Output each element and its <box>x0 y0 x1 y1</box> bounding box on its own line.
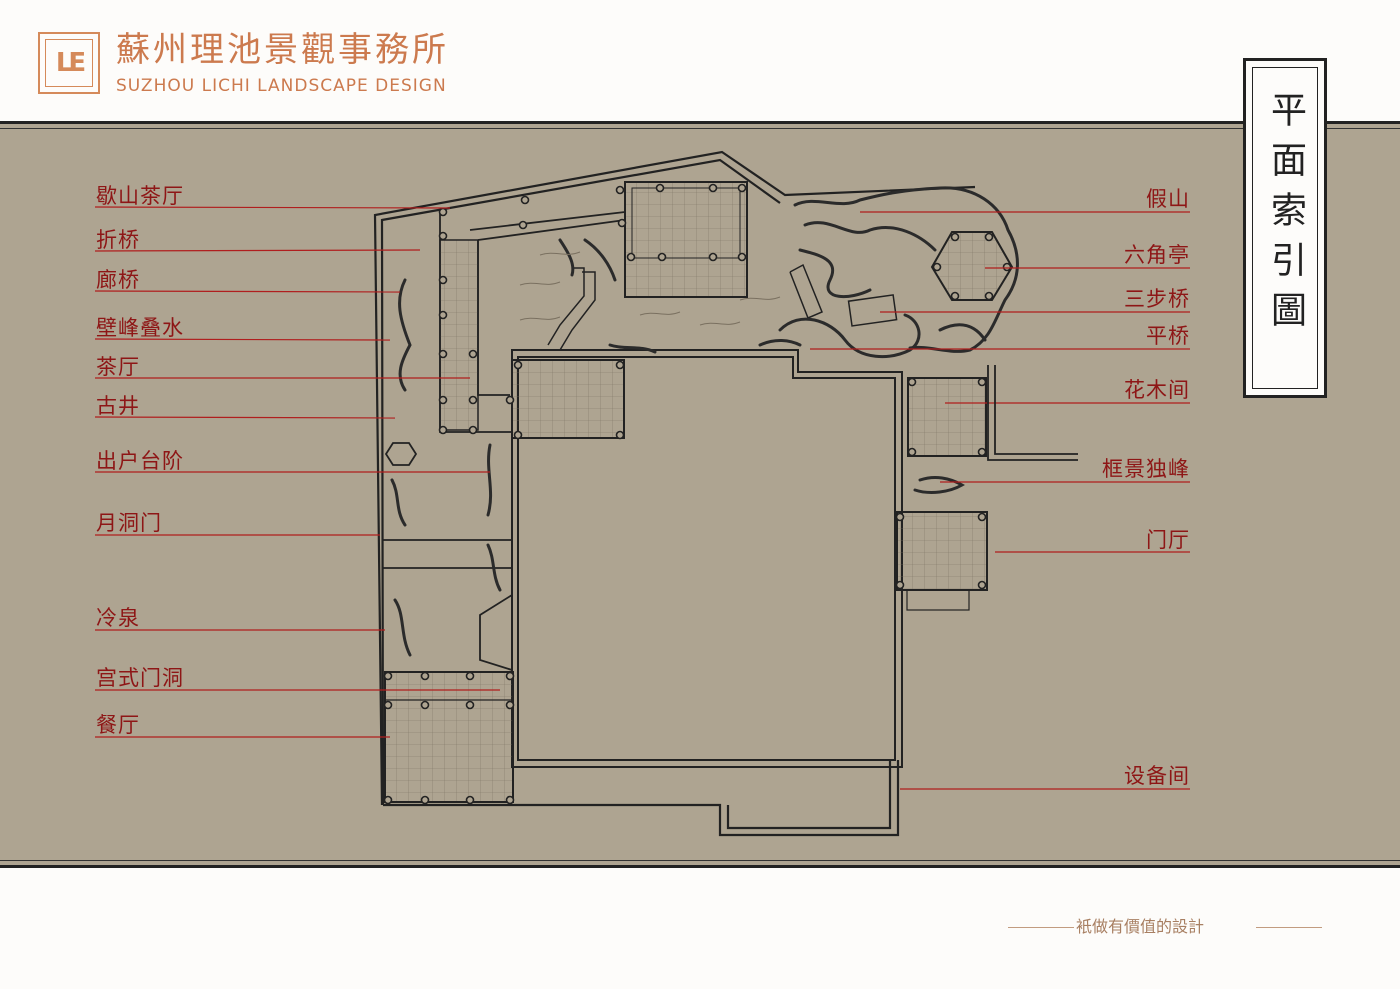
drawing-title: 平面索引圖 <box>1265 91 1306 341</box>
label-three-step-bridge: 三步桥 <box>1124 287 1190 311</box>
label-moon-gate: 月洞门 <box>96 511 162 535</box>
title-panel: 平面索引圖 <box>1243 58 1327 398</box>
label-dining-hall: 餐厅 <box>96 713 140 737</box>
title-panel-frame <box>1252 67 1318 389</box>
label-tea-hall: 茶厅 <box>96 355 140 379</box>
label-flower-room: 花木间 <box>1124 378 1190 402</box>
label-corridor-bridge: 廊桥 <box>96 268 140 292</box>
label-hexagonal-pavilion: 六角亭 <box>1124 243 1190 267</box>
pillar-markers <box>383 183 1012 805</box>
label-ancient-well: 古井 <box>96 394 140 418</box>
label-hip-roof-tea-hall: 歇山茶厅 <box>96 184 184 208</box>
slogan-rule-left <box>1008 927 1074 928</box>
slogan-rule-right <box>1256 927 1322 928</box>
firm-name-cn: 蘇州理池景觀事務所 <box>116 30 449 70</box>
label-cold-spring: 冷泉 <box>96 606 140 630</box>
label-equipment-room: 设备间 <box>1124 764 1190 788</box>
leader-lines-left <box>94 206 500 738</box>
hexagonal-pavilion <box>930 231 1014 301</box>
slogan: 衹做有價值的設計 <box>1076 917 1205 936</box>
label-wall-peak-waterfall: 壁峰叠水 <box>96 316 184 340</box>
flower-room <box>907 377 987 457</box>
dining-hall <box>384 671 514 803</box>
label-entrance-hall: 门厅 <box>1146 528 1190 552</box>
label-palace-style-gate: 宫式门洞 <box>96 666 184 690</box>
label-flat-bridge: 平桥 <box>1146 324 1190 348</box>
west-corridor <box>383 210 626 671</box>
band-divider-bottom <box>0 860 1400 861</box>
entrance-hall <box>896 511 988 611</box>
water-ripples <box>519 251 781 326</box>
label-framed-solitary-peak: 框景独峰 <box>1102 457 1190 481</box>
firm-name-en: SUZHOU LICHI LANDSCAPE DESIGN <box>116 76 447 96</box>
label-exit-steps: 出户台阶 <box>96 449 184 473</box>
east-walls <box>987 365 1078 461</box>
tea-hall <box>511 359 625 439</box>
logo-mark: LE <box>45 39 93 87</box>
firm-logo: LE <box>38 32 100 94</box>
site-wall <box>373 150 976 837</box>
label-zigzag-bridge: 折桥 <box>96 228 140 252</box>
hip-roof-tea-hall <box>624 181 748 298</box>
band-divider-top <box>0 128 1400 129</box>
ancient-well <box>384 442 418 466</box>
flat-bridge <box>789 263 823 319</box>
label-rockery: 假山 <box>1146 187 1190 211</box>
zigzag-bridge <box>547 267 596 351</box>
leader-lines-right <box>810 211 1190 790</box>
three-step-bridge <box>847 294 898 327</box>
